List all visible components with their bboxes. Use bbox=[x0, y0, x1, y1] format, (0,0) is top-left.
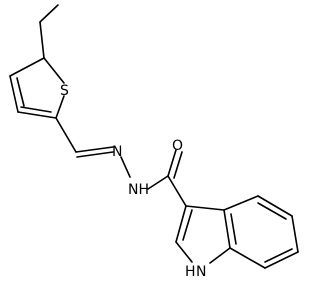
bond-carbonyl-o-double bbox=[173, 151, 183, 179]
bond-c2-c3 bbox=[17, 111, 57, 119]
atom-hydrogen-indole: H bbox=[185, 264, 196, 280]
bond-n-nh bbox=[120, 156, 131, 178]
bond-ethyl-ch2-c5 bbox=[39, 21, 45, 59]
atom-sulfur: S bbox=[60, 83, 69, 99]
atom-nitrogen-amide: NH bbox=[128, 182, 149, 198]
bond-c6-c7 bbox=[264, 251, 299, 269]
bond-c3-c2 bbox=[175, 205, 187, 243]
bond-c3-c2-inner bbox=[182, 209, 193, 241]
atom-labels: S N NH O N H bbox=[60, 83, 206, 280]
bond-c4-c5 bbox=[257, 195, 293, 217]
bond-c4-c5-inner bbox=[257, 202, 287, 220]
bond-c7-c7a bbox=[229, 247, 266, 269]
bond-n1-c7a bbox=[209, 247, 231, 264]
bond-c5-s bbox=[43, 57, 65, 84]
bond-s-c2 bbox=[55, 95, 65, 119]
bond-c3a-c7a bbox=[223, 209, 231, 249]
bond-c3-c3a bbox=[185, 205, 225, 211]
bond-c3-c4-inner bbox=[16, 77, 25, 107]
bond-ch-n bbox=[75, 146, 114, 153]
bonds bbox=[9, 4, 299, 269]
bond-c3-c4 bbox=[9, 75, 19, 113]
bond-c5-c6 bbox=[291, 215, 299, 253]
atom-indole-nh: N H bbox=[185, 264, 206, 280]
bond-c2-ch bbox=[55, 117, 77, 153]
structure-diagram: S N NH O N H bbox=[9, 4, 299, 280]
bond-carbonyl-o bbox=[167, 149, 177, 177]
bond-ethyl-ch3-ch2 bbox=[39, 4, 59, 23]
bond-c3a-c7a-inner bbox=[230, 213, 237, 245]
bond-c6-c7-inner bbox=[264, 248, 293, 263]
atom-oxygen: O bbox=[172, 138, 183, 154]
atom-nitrogen-imine: N bbox=[112, 144, 122, 160]
bond-c2-c3-inner bbox=[20, 106, 52, 113]
bond-ch-n-double bbox=[76, 151, 114, 158]
bond-nh-carbonyl bbox=[147, 175, 169, 190]
bond-c2-n1 bbox=[175, 241, 193, 263]
bond-c3a-c4 bbox=[223, 195, 259, 211]
bond-carbonyl-c3 bbox=[167, 175, 187, 207]
bond-c4-c5 bbox=[9, 57, 45, 77]
atom-nitrogen-indole: N bbox=[196, 264, 206, 280]
